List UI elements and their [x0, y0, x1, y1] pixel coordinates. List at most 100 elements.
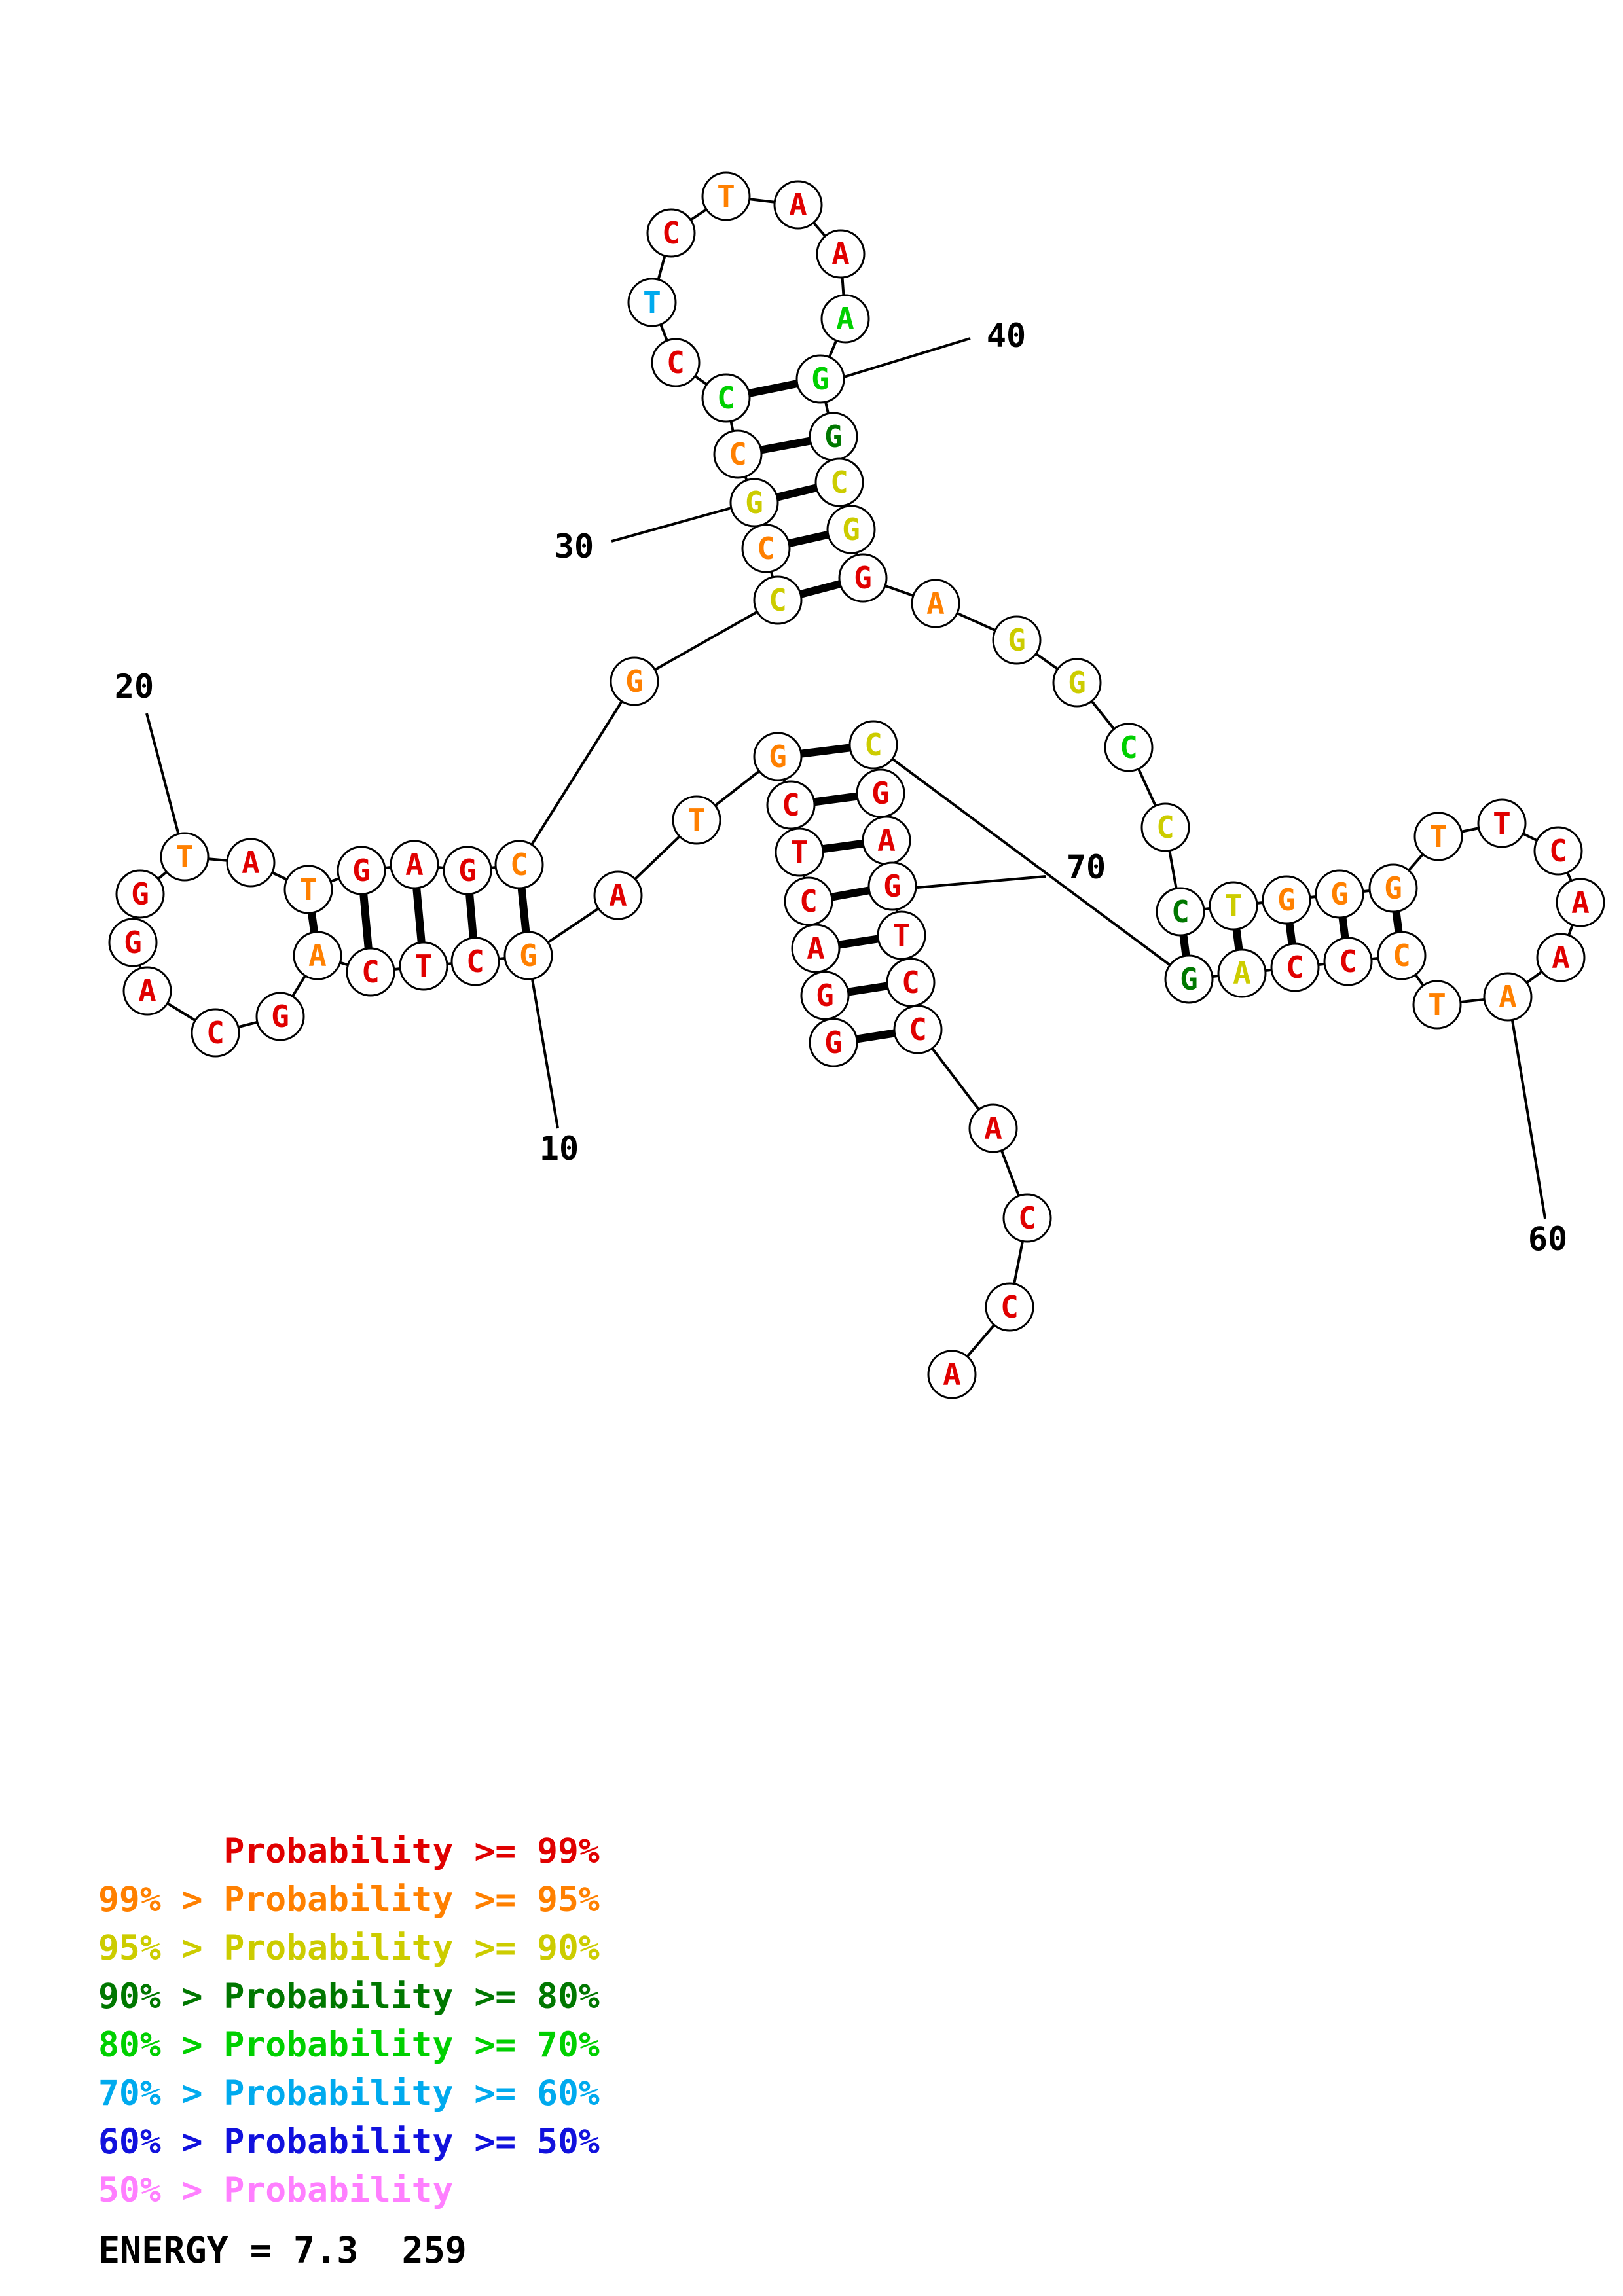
nucleotide-circle — [593, 870, 643, 920]
nucleotide-circle — [729, 478, 779, 528]
nucleotide-base: G — [811, 361, 830, 397]
position-label-leader — [917, 875, 1046, 889]
nucleotide-base: C — [1286, 950, 1304, 985]
nucleotide-circle — [443, 846, 492, 895]
position-label-leader — [611, 507, 732, 543]
nucleotide-base: G — [824, 1025, 843, 1060]
nucleotide-base: A — [789, 187, 807, 223]
nucleotide-circle — [1209, 881, 1258, 931]
nucleotide-circle — [1483, 972, 1533, 1022]
nucleotide-base: G — [1384, 870, 1402, 906]
nucleotide-circle — [293, 931, 342, 980]
nucleotide-base: A — [943, 1357, 961, 1392]
position-label-30: 30 — [555, 528, 594, 565]
nucleotide-circle — [775, 827, 824, 877]
nucleotide-base: G — [1180, 961, 1198, 997]
nucleotide-base: A — [984, 1111, 1002, 1146]
nucleotide-base: G — [458, 853, 477, 888]
nucleotide-base: C — [909, 1012, 927, 1047]
nucleotide-base: G — [625, 664, 644, 699]
position-label-40: 40 — [987, 317, 1026, 355]
nucleotide-base: A — [405, 847, 424, 882]
nucleotide-base: C — [1156, 810, 1175, 845]
nucleotide-circle — [784, 876, 833, 926]
nucleotide-base: C — [1393, 938, 1411, 973]
backbone-segment — [872, 744, 1190, 980]
nucleotide-base: G — [131, 876, 149, 912]
nucleotide-base: C — [666, 345, 685, 380]
nucleotide-circle — [713, 429, 763, 479]
nucleotide-circle — [226, 838, 276, 888]
legend: Probability >= 99%99% > Probability >= 9… — [98, 1827, 600, 2215]
nucleotide-circle — [191, 1008, 240, 1058]
nucleotide-base: C — [902, 965, 920, 1000]
nucleotide-base: C — [729, 437, 747, 472]
nucleotide-base: G — [769, 739, 787, 774]
nucleotide-base: A — [1552, 940, 1570, 975]
nucleotide-base: A — [877, 823, 896, 858]
nucleotide-circle — [494, 840, 544, 889]
nucleotide-circle — [1315, 869, 1364, 919]
nucleotide-base: A — [836, 301, 854, 336]
nucleotide-circle — [1052, 658, 1102, 708]
nucleotide-base: A — [807, 931, 825, 966]
nucleotide-base: C — [466, 944, 484, 979]
nucleotide-circle — [814, 457, 864, 507]
nucleotide-base: G — [871, 776, 890, 811]
nucleotide-base: G — [816, 978, 834, 1013]
nucleotide-circle — [651, 338, 701, 387]
nucleotide-base: C — [206, 1015, 225, 1050]
nucleotide-base: T — [717, 179, 735, 214]
nucleotide-circle — [848, 720, 898, 770]
nucleotide-base: C — [662, 215, 680, 251]
position-label-leader — [145, 713, 180, 836]
nucleotide-base: C — [1000, 1289, 1019, 1325]
nucleotide-circle — [610, 656, 659, 706]
nucleotide-circle — [838, 553, 888, 603]
nucleotide-circle — [826, 505, 876, 554]
nucleotide-circle — [1140, 802, 1190, 852]
nucleotide-circle — [503, 931, 553, 980]
nucleotide-circle — [701, 171, 751, 221]
legend-row: 80% > Probability >= 70% — [98, 2025, 600, 2065]
position-label-leader — [1511, 1020, 1546, 1219]
energy-text: ENERGY = 7.3 259 — [98, 2229, 467, 2271]
nucleotide-circle — [255, 992, 305, 1041]
nucleotide-circle — [1377, 931, 1427, 980]
nucleotide-base: T — [175, 839, 194, 874]
nucleotide-circle — [1262, 875, 1311, 925]
position-label-10: 10 — [539, 1130, 579, 1168]
nucleotide-circle — [646, 208, 696, 258]
nucleotide-circle — [886, 958, 936, 1007]
nucleotide-base: G — [519, 938, 538, 973]
nucleotide-circle — [753, 732, 803, 781]
legend-row: 99% > Probability >= 95% — [98, 1880, 600, 1920]
nucleotide-circle — [1536, 933, 1586, 982]
nucleotide-circle — [450, 937, 500, 986]
nucleotide-base: C — [1549, 833, 1567, 869]
nucleotide-circle — [627, 278, 677, 327]
nucleotide-circle — [1412, 980, 1462, 1030]
nucleotide-circle — [672, 795, 721, 845]
nucleotide-base: C — [1171, 894, 1190, 929]
nucleotide-base: A — [926, 586, 945, 621]
nucleotide-circle — [1270, 942, 1320, 992]
nucleotide-circle — [1104, 723, 1154, 772]
nucleotide-circle — [1217, 948, 1267, 998]
nucleotide-circle — [115, 869, 165, 919]
nucleotide-circle — [800, 971, 850, 1020]
nucleotide-base: A — [1499, 979, 1517, 1014]
nucleotide-base: C — [864, 727, 883, 762]
nucleotide-base: C — [361, 954, 380, 990]
nucleotide-base: G — [1330, 876, 1349, 912]
nucleotide-circle — [867, 861, 917, 911]
nucleotide-circle — [1556, 878, 1605, 927]
nucleotide-base: C — [1120, 730, 1138, 765]
nucleotide-base: C — [1018, 1200, 1036, 1236]
nucleotide-circle — [766, 780, 816, 830]
nucleotide-base: G — [271, 999, 289, 1034]
nucleotide-circle — [985, 1282, 1034, 1332]
nucleotide-base: A — [308, 938, 327, 973]
nucleotide-base: G — [824, 419, 843, 454]
nucleotide-circle — [399, 941, 448, 991]
